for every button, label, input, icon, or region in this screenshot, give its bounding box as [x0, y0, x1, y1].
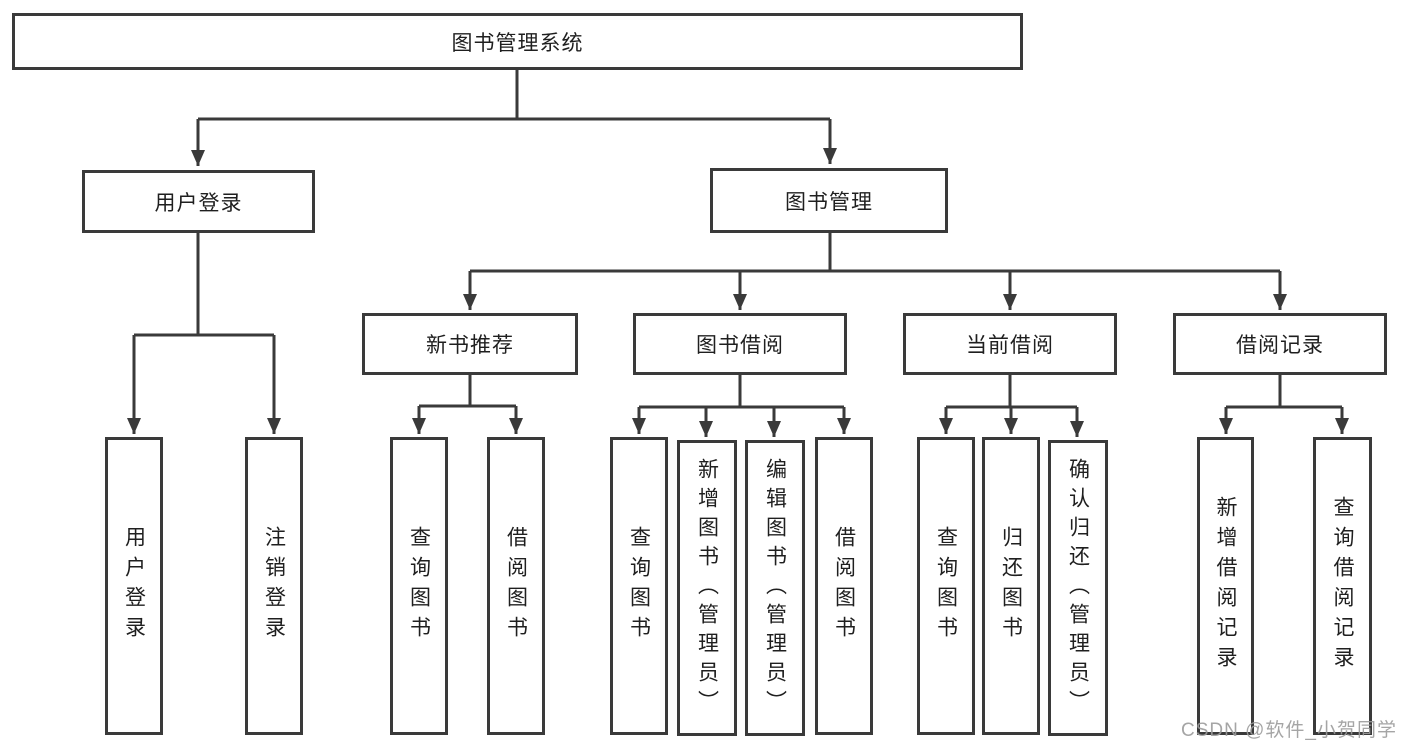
leaf-add-borrow-record: 新增借阅记录	[1197, 437, 1254, 735]
node-library-system: 图书管理系统	[12, 13, 1023, 70]
leaf-query-books-recommend: 查询图书	[390, 437, 448, 735]
leaf-borrow-books: 借阅图书	[815, 437, 873, 735]
node-current-borrow: 当前借阅	[903, 313, 1117, 375]
node-user-login: 用户登录	[82, 170, 315, 233]
leaf-logout-login: 注销登录	[245, 437, 303, 735]
leaf-query-books-current: 查询图书	[917, 437, 975, 735]
leaf-confirm-return-admin: 确认归还（管理员）	[1048, 440, 1108, 736]
node-book-borrow: 图书借阅	[633, 313, 847, 375]
leaf-add-books-admin: 新增图书（管理员）	[677, 440, 737, 736]
leaf-query-books-borrow: 查询图书	[610, 437, 668, 735]
leaf-edit-books-admin: 编辑图书（管理员）	[745, 440, 805, 736]
node-new-book-recommend: 新书推荐	[362, 313, 578, 375]
node-book-management: 图书管理	[710, 168, 948, 233]
leaf-query-borrow-record: 查询借阅记录	[1313, 437, 1372, 735]
leaf-return-books: 归还图书	[982, 437, 1040, 735]
csdn-watermark: CSDN @软件_小贺同学	[1181, 720, 1397, 741]
node-borrow-records: 借阅记录	[1173, 313, 1387, 375]
leaf-borrow-books-recommend: 借阅图书	[487, 437, 545, 735]
leaf-user-login: 用户登录	[105, 437, 163, 735]
